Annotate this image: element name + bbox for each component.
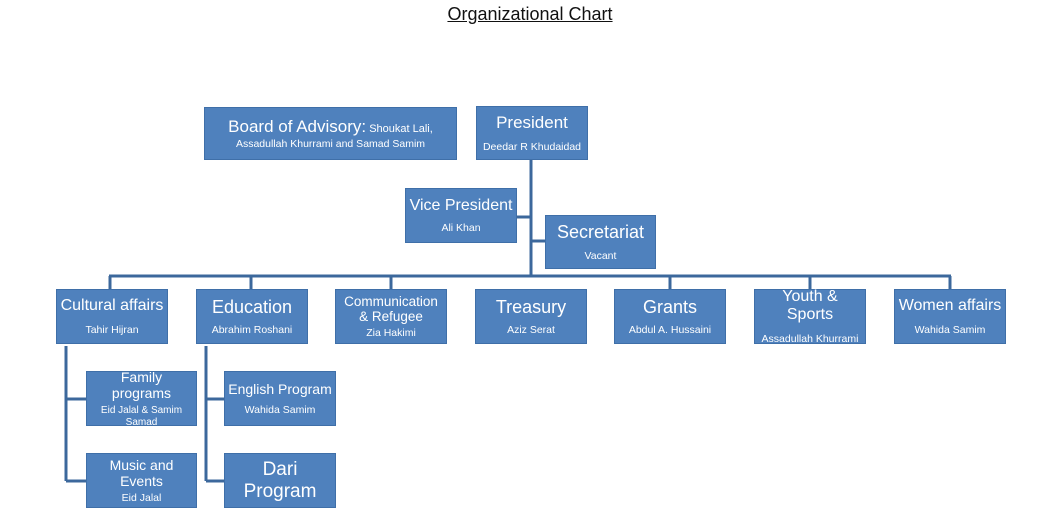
vice-president-box[interactable]: Vice President Ali Khan xyxy=(405,188,517,243)
youth-sports-name: Assadullah Khurrami xyxy=(761,332,859,345)
english-program-box[interactable]: English Program Wahida Samim xyxy=(224,371,336,426)
youth-sports-title: Youth & Sports xyxy=(782,288,838,324)
english-program-name: Wahida Samim xyxy=(244,404,316,417)
board-members-line1: Shoukat Lali, xyxy=(366,123,433,136)
communication-refugee-title: Communication & Refugee xyxy=(344,293,438,325)
cultural-affairs-title: Cultural affairs xyxy=(60,297,164,315)
board-of-advisory-box[interactable]: Board of Advisory: Shoukat Lali, Assadul… xyxy=(204,107,457,160)
education-box[interactable]: Education Abrahim Roshani xyxy=(196,289,308,344)
cultural-affairs-name: Tahir Hijran xyxy=(85,323,139,336)
chart-title: Organizational Chart xyxy=(447,4,613,24)
president-name: Deedar R Khudaidad xyxy=(482,140,582,153)
treasury-name: Aziz Serat xyxy=(507,324,555,337)
vice-president-name: Ali Khan xyxy=(441,222,481,235)
grants-name: Abdul A. Hussaini xyxy=(628,324,712,337)
women-affairs-name: Wahida Samim xyxy=(914,323,986,336)
family-programs-box[interactable]: Family programs Eid Jalal & Samim Samad xyxy=(86,368,197,428)
family-programs-title: Family programs xyxy=(111,368,172,401)
women-affairs-title: Women affairs xyxy=(898,297,1002,315)
grants-title: Grants xyxy=(642,296,698,317)
vice-president-title: Vice President xyxy=(409,196,513,214)
treasury-title: Treasury xyxy=(495,296,567,317)
music-events-name: Eid Jalal xyxy=(121,492,162,505)
president-box[interactable]: President Deedar R Khudaidad xyxy=(476,106,588,160)
music-events-title: Music and Events xyxy=(109,456,174,490)
education-title: Education xyxy=(211,296,293,317)
grants-box[interactable]: Grants Abdul A. Hussaini xyxy=(614,289,726,344)
treasury-box[interactable]: Treasury Aziz Serat xyxy=(475,289,587,344)
secretariat-box[interactable]: Secretariat Vacant xyxy=(545,215,656,269)
family-programs-name: Eid Jalal & Samim Samad xyxy=(100,405,183,428)
cultural-affairs-box[interactable]: Cultural affairs Tahir Hijran xyxy=(56,289,168,344)
women-affairs-box[interactable]: Women affairs Wahida Samim xyxy=(894,289,1006,344)
dari-program-title: Dari Program xyxy=(243,458,317,502)
secretariat-name: Vacant xyxy=(584,250,617,263)
communication-refugee-box[interactable]: Communication & Refugee Zia Hakimi xyxy=(335,289,447,344)
board-title-line: Board of Advisory: Shoukat Lali, xyxy=(228,117,433,137)
youth-sports-box[interactable]: Youth & Sports Assadullah Khurrami xyxy=(754,288,866,345)
president-title: President xyxy=(496,113,568,133)
secretariat-title: Secretariat xyxy=(556,221,645,242)
board-separator: : xyxy=(361,117,367,137)
education-name: Abrahim Roshani xyxy=(211,324,293,337)
dari-program-box[interactable]: Dari Program xyxy=(224,453,336,508)
board-title: Board of Advisory xyxy=(228,117,362,137)
communication-refugee-name: Zia Hakimi xyxy=(366,326,416,339)
music-events-box[interactable]: Music and Events Eid Jalal xyxy=(86,453,197,508)
english-program-title: English Program xyxy=(228,380,332,397)
board-members-line2: Assadullah Khurrami and Samad Samim xyxy=(235,137,426,150)
